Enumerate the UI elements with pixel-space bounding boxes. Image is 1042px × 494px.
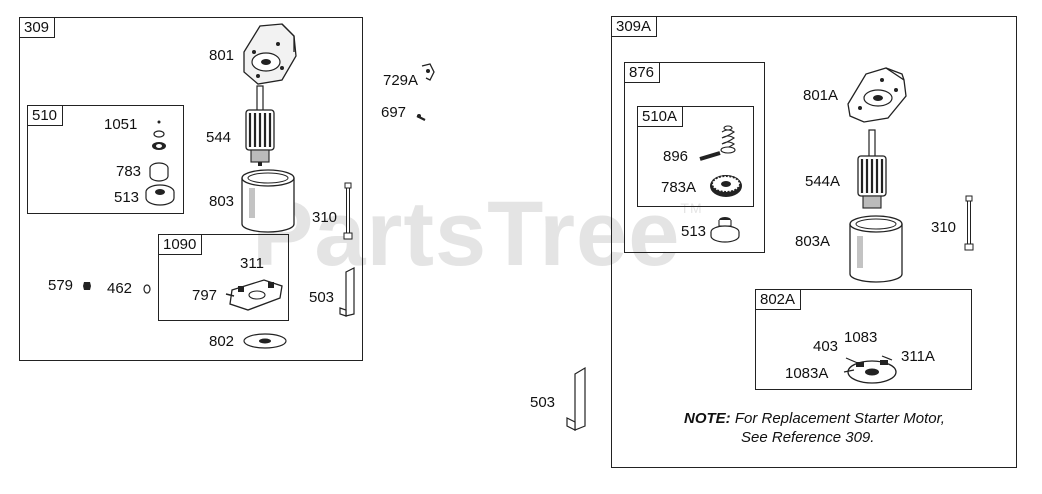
label-783[interactable]: 783 [116, 163, 142, 180]
pin-icon[interactable] [698, 151, 722, 161]
bracket-icon[interactable] [338, 267, 356, 318]
label-403[interactable]: 403 [813, 338, 839, 355]
group-1090-tag[interactable]: 1090 [158, 234, 203, 255]
group-802A-frame: 802A [755, 289, 972, 390]
group-802A-tag[interactable]: 802A [755, 289, 802, 310]
label-579[interactable]: 579 [48, 277, 74, 294]
replacement-note: NOTE: For Replacement Starter Motor, See… [684, 409, 945, 447]
group-309-tag[interactable]: 309 [19, 17, 56, 38]
watermark: PartsTreeTM [252, 183, 703, 285]
drive-nut-icon[interactable] [709, 212, 741, 243]
label-310[interactable]: 310 [312, 209, 338, 226]
bolt-icon[interactable] [341, 182, 355, 243]
motor-housing-icon[interactable] [240, 168, 296, 234]
label-513[interactable]: 513 [114, 189, 140, 206]
group-510-tag[interactable]: 510 [27, 105, 64, 126]
group-510A-frame: 510A [637, 106, 754, 207]
group-309A-tag[interactable]: 309A [611, 16, 658, 37]
pinion-icon[interactable] [144, 116, 180, 206]
label-802[interactable]: 802 [209, 333, 235, 350]
label-783A[interactable]: 783A [661, 179, 697, 196]
note-prefix: NOTE: [684, 410, 731, 427]
label-797[interactable]: 797 [192, 287, 218, 304]
label-544A[interactable]: 544A [805, 173, 841, 190]
motor-housing-icon-2[interactable] [848, 214, 904, 284]
label-311A[interactable]: 311A [901, 348, 935, 365]
label-1051[interactable]: 1051 [104, 116, 138, 133]
group-876-tag[interactable]: 876 [624, 62, 661, 83]
end-plate-icon[interactable] [242, 331, 288, 351]
bolt-icon-2[interactable] [962, 195, 976, 254]
label-801A[interactable]: 801A [803, 87, 839, 104]
label-462[interactable]: 462 [107, 280, 133, 297]
spring-icon[interactable] [718, 124, 738, 154]
armature-icon-2[interactable] [852, 129, 892, 212]
label-310-b[interactable]: 310 [931, 219, 957, 236]
label-801[interactable]: 801 [209, 47, 235, 64]
label-803[interactable]: 803 [209, 193, 235, 210]
group-1090-frame: 1090 [158, 234, 289, 321]
armature-icon[interactable] [240, 85, 280, 166]
label-729A[interactable]: 729A [383, 72, 419, 89]
group-876-frame: 876 [624, 62, 765, 253]
gear-icon[interactable] [708, 170, 744, 200]
label-503-b[interactable]: 503 [530, 394, 556, 411]
group-309A-frame: 309A [611, 16, 1017, 468]
label-311[interactable]: 311 [240, 255, 264, 272]
label-544[interactable]: 544 [206, 129, 232, 146]
group-510A-tag[interactable]: 510A [637, 106, 684, 127]
washer-icon[interactable] [143, 284, 151, 294]
screw-icon[interactable] [416, 112, 428, 124]
clip-icon[interactable] [418, 62, 438, 84]
label-1083A[interactable]: 1083A [785, 365, 829, 382]
label-896[interactable]: 896 [663, 148, 689, 165]
end-cap-icon-2[interactable] [846, 66, 908, 124]
bracket-icon-2[interactable] [565, 366, 589, 432]
label-697[interactable]: 697 [381, 104, 407, 121]
label-503[interactable]: 503 [309, 289, 335, 306]
note-line-2: See Reference 309. [741, 429, 875, 446]
note-line-1: For Replacement Starter Motor, [734, 410, 945, 427]
label-513-b[interactable]: 513 [681, 223, 707, 240]
group-510-frame: 510 [27, 105, 184, 214]
brush-plate-icon-2[interactable] [842, 352, 898, 386]
label-1083[interactable]: 1083 [844, 329, 878, 346]
label-803A[interactable]: 803A [795, 233, 831, 250]
nut-icon[interactable] [82, 281, 92, 291]
brush-plate-icon[interactable] [224, 276, 284, 312]
end-cap-icon[interactable] [238, 22, 300, 86]
group-309-frame: 309 [19, 17, 363, 361]
